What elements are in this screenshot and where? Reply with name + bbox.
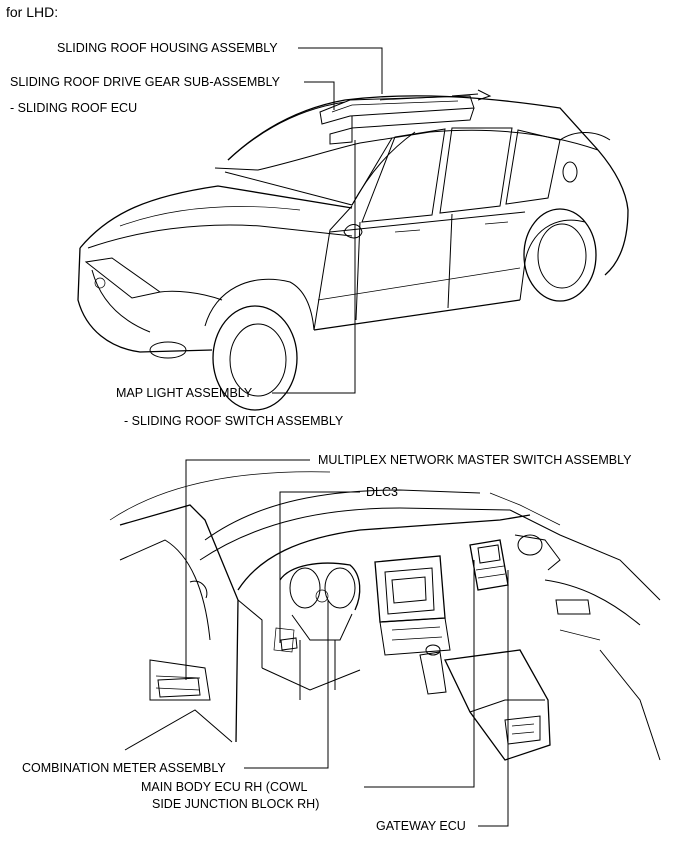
label-multiplex-master-switch: MULTIPLEX NETWORK MASTER SWITCH ASSEMBLY: [318, 453, 632, 467]
label-gateway-ecu: GATEWAY ECU: [376, 819, 466, 833]
label-map-light: MAP LIGHT ASSEMBLY: [116, 386, 253, 400]
label-main-body-ecu-line2: SIDE JUNCTION BLOCK RH): [152, 797, 320, 811]
interior-illustration: [109, 471, 661, 761]
label-combination-meter: COMBINATION METER ASSEMBLY: [22, 761, 226, 775]
label-main-body-ecu-line1: MAIN BODY ECU RH (COWL: [141, 780, 308, 794]
leader-lines-bottom: [185, 459, 509, 827]
car-illustration: [77, 89, 629, 411]
label-sliding-roof-drive-gear: SLIDING ROOF DRIVE GEAR SUB-ASSEMBLY: [10, 75, 280, 89]
label-sliding-roof-housing: SLIDING ROOF HOUSING ASSEMBLY: [57, 41, 278, 55]
label-sliding-roof-ecu: - SLIDING ROOF ECU: [10, 101, 138, 115]
label-sliding-roof-switch: - SLIDING ROOF SWITCH ASSEMBLY: [124, 414, 344, 428]
page-header: for LHD:: [6, 4, 59, 20]
label-dlc3: DLC3: [366, 485, 398, 499]
leader-lines-top: [272, 47, 383, 394]
